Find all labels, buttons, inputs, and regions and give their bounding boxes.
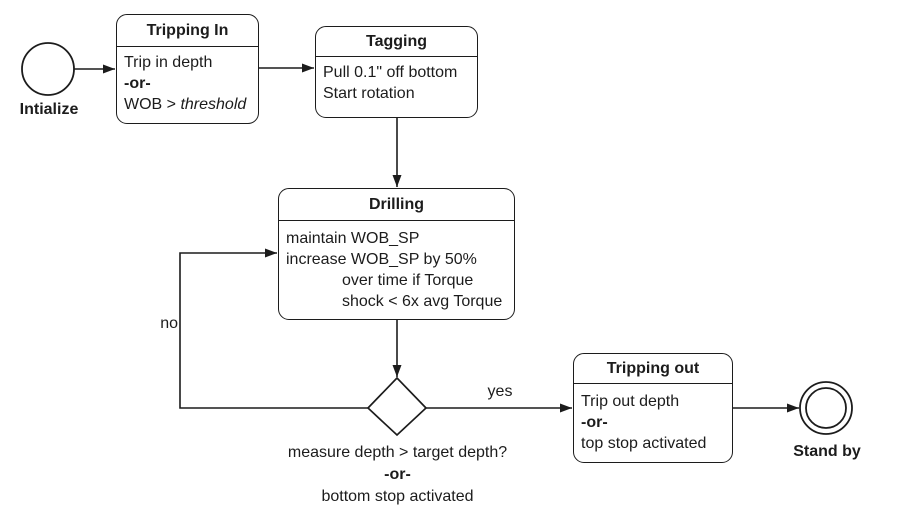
final-state-inner-circle bbox=[805, 387, 847, 429]
state-line: increase WOB_SP by 50% bbox=[286, 251, 477, 268]
final-state-label: Stand by bbox=[793, 443, 861, 460]
state-tagging-body: Pull 0.1" off bottom Start rotation bbox=[316, 57, 477, 104]
state-line: Trip out depth bbox=[581, 393, 680, 410]
state-tagging-title: Tagging bbox=[316, 27, 477, 57]
state-tripping-out-title: Tripping out bbox=[574, 354, 732, 384]
edge-label-no: no bbox=[160, 315, 178, 332]
state-drilling: Drilling maintain WOB_SP increase WOB_SP… bbox=[278, 188, 515, 320]
decision-diamond bbox=[366, 376, 428, 437]
state-line: Start rotation bbox=[323, 85, 415, 102]
state-line: shock < 6x avg Torque bbox=[342, 293, 503, 310]
decision-question-line: measure depth > target depth? bbox=[287, 444, 508, 461]
state-line: -or- bbox=[581, 414, 608, 431]
wob-condition-threshold: threshold bbox=[180, 96, 247, 113]
state-line: -or- bbox=[124, 75, 151, 92]
state-tripping-out: Tripping out Trip out depth -or- top sto… bbox=[573, 353, 733, 463]
state-tripping-in-body: Trip in depth -or- WOB > threshold bbox=[117, 47, 258, 115]
state-tripping-in: Tripping In Trip in depth -or- WOB > thr… bbox=[116, 14, 259, 124]
state-line: Pull 0.1" off bottom bbox=[323, 64, 458, 81]
state-drilling-title: Drilling bbox=[279, 189, 514, 221]
state-line: WOB > threshold bbox=[124, 94, 252, 115]
state-line: top stop activated bbox=[581, 435, 707, 452]
edge-label-yes: yes bbox=[487, 383, 513, 400]
arrow-decision-no-loop-to-drilling bbox=[179, 248, 368, 409]
state-line: over time if Torque bbox=[342, 272, 474, 289]
state-line: maintain WOB_SP bbox=[286, 230, 420, 247]
state-tripping-in-title: Tripping In bbox=[117, 15, 258, 47]
decision-question-line: -or- bbox=[384, 466, 411, 483]
state-tripping-out-body: Trip out depth -or- top stop activated bbox=[574, 384, 732, 454]
decision-question: measure depth > target depth? -or- botto… bbox=[240, 442, 555, 508]
state-line: Trip in depth bbox=[124, 54, 213, 71]
state-tagging: Tagging Pull 0.1" off bottom Start rotat… bbox=[315, 26, 478, 118]
initial-state-circle bbox=[21, 42, 75, 96]
initial-state-label: Intialize bbox=[19, 101, 79, 118]
decision-question-line: bottom stop activated bbox=[321, 488, 474, 505]
wob-condition-prefix: WOB > bbox=[124, 96, 181, 113]
state-drilling-body: maintain WOB_SP increase WOB_SP by 50% o… bbox=[279, 221, 514, 312]
